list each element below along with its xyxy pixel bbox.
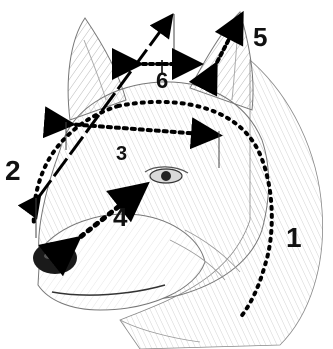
label-6: 6 xyxy=(156,68,168,93)
label-2: 2 xyxy=(5,155,21,186)
label-4: 4 xyxy=(113,202,128,232)
label-5: 5 xyxy=(253,22,267,52)
label-3: 3 xyxy=(116,143,127,165)
label-1: 1 xyxy=(286,222,302,253)
